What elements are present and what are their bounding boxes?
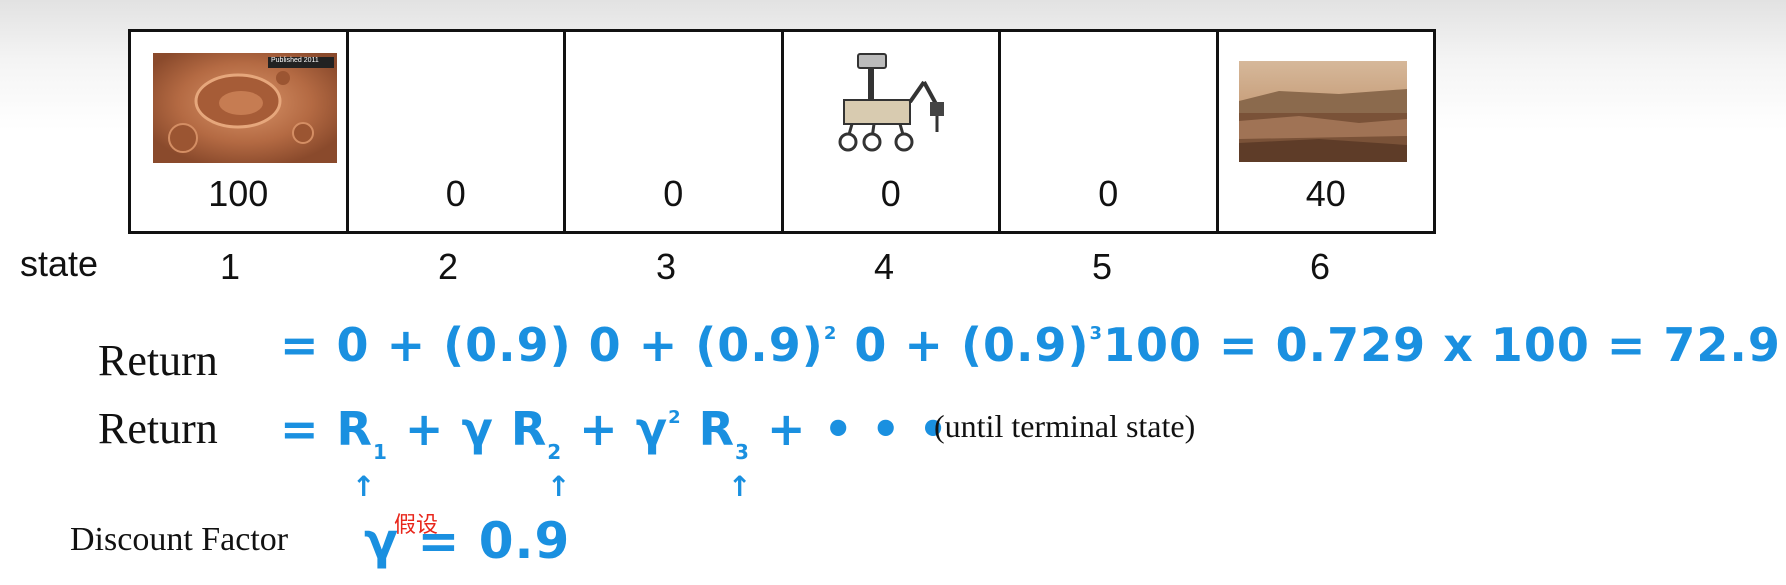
reward-value: 0 [663, 173, 684, 214]
state-number: 3 [655, 246, 677, 287]
reward-value: 0 [1098, 173, 1119, 214]
reward-value: 100 [208, 173, 269, 214]
equation-part: = 0.9 [399, 512, 571, 570]
subscript: 1 [372, 440, 388, 464]
subscript: 3 [735, 440, 750, 464]
subscript: 2 [547, 440, 563, 464]
state-axis-label: state [20, 243, 99, 284]
reward-value: 0 [880, 173, 901, 214]
state-number: 5 [1091, 246, 1113, 287]
until-terminal-note: (until terminal state) [934, 408, 1196, 444]
up-arrow-icon: ↑ [547, 470, 571, 503]
exponent: 2 [823, 323, 838, 344]
cell-state-4: 0 [784, 32, 1001, 231]
equation-part: + • • • [749, 402, 949, 456]
return-label-2: Return [98, 404, 218, 453]
reward-value: 40 [1305, 173, 1346, 214]
state-number: 6 [1309, 246, 1331, 287]
cell-state-1: Published 2011 100 [131, 32, 349, 231]
return-equation-1: = 0 + (0.9) 0 + (0.9)2 0 + (0.9)3100 = 0… [280, 318, 1781, 372]
discount-equation: γ = 0.9 [364, 512, 570, 570]
up-arrow-icon: ↑ [352, 470, 376, 503]
equation-part: = 0 + (0.9) 0 + (0.9) [280, 318, 824, 372]
return-equation-2: = R1 + γ R2 + γ2 R3 + • • • [280, 402, 949, 464]
mars-landscape-photo [1238, 61, 1407, 162]
state-grid: Published 2011 100 0 0 [128, 29, 1436, 234]
cell-state-5: 0 [1001, 32, 1219, 231]
exponent: 2 [668, 407, 682, 428]
return-label-1: Return [98, 336, 218, 385]
state-number: 4 [873, 246, 895, 287]
equation-part: R [681, 402, 736, 456]
state-number: 1 [219, 246, 241, 287]
state-number: 2 [437, 246, 459, 287]
mars-crater-photo: Published 2011 [153, 53, 337, 163]
discount-factor-label: Discount Factor [70, 521, 289, 558]
equation-part: = R [280, 402, 373, 456]
cell-state-2: 0 [349, 32, 566, 231]
image-caption: Published 2011 [271, 57, 319, 64]
reward-value: 0 [445, 173, 466, 214]
equation-part: 100 = 0.729 x 100 = 72.9 [1103, 318, 1781, 372]
equation-part: 0 + (0.9) [837, 318, 1090, 372]
annotation-note: 假设 [394, 513, 439, 538]
cell-state-3: 0 [566, 32, 784, 231]
exponent: 3 [1089, 323, 1104, 344]
up-arrow-icon: ↑ [728, 470, 752, 503]
rover-icon [834, 52, 954, 152]
equation-part: + γ [562, 402, 669, 456]
cell-state-6: 40 [1219, 32, 1434, 231]
gamma-symbol: γ [364, 512, 400, 570]
equation-part: + γ R [387, 402, 548, 456]
